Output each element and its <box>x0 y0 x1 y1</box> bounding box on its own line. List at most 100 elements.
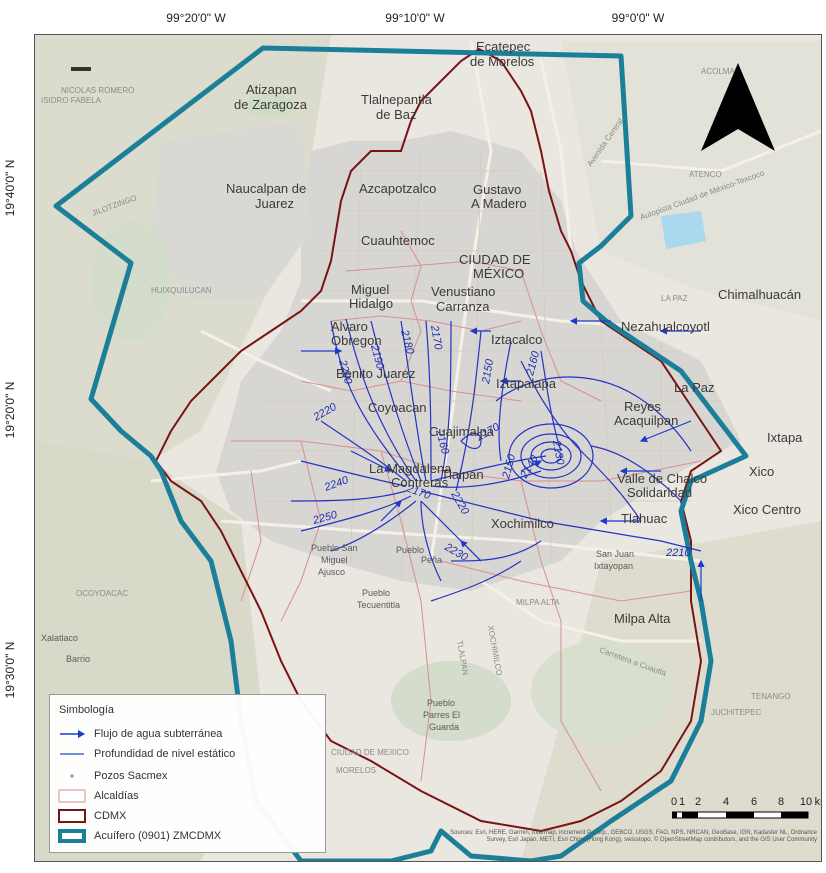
coord-left-1: 19°40'0" N <box>3 159 17 217</box>
scale-label: 8 <box>777 796 785 808</box>
svg-text:Reyes: Reyes <box>624 399 661 414</box>
svg-text:de Zaragoza: de Zaragoza <box>234 97 308 112</box>
flow-arrow-icon <box>58 727 86 741</box>
urban-naucalpan <box>151 121 311 301</box>
map-frame[interactable]: 2200 2190 2180 2170 2150 2160 2220 2160 … <box>34 34 822 862</box>
map-credits: Sources: Esri, HERE, Garmin, Intermap, i… <box>449 830 817 843</box>
svg-text:ATENCO: ATENCO <box>689 170 722 179</box>
svg-text:NICOLAS ROMERO: NICOLAS ROMERO <box>61 86 134 95</box>
svg-text:Xalatlaco: Xalatlaco <box>41 633 78 643</box>
coord-left-3: 19°30'0" N <box>3 641 17 699</box>
green-patch <box>531 641 671 741</box>
svg-text:de Morelos: de Morelos <box>470 54 535 69</box>
svg-text:Guarda: Guarda <box>429 722 459 732</box>
svg-text:San Juan: San Juan <box>596 549 634 559</box>
svg-text:Tlalnepantla: Tlalnepantla <box>361 92 433 107</box>
legend-item-cdmx: CDMX <box>58 808 126 824</box>
legend-item-alcaldias: Alcaldías <box>58 788 139 804</box>
svg-text:Miguel: Miguel <box>351 282 389 297</box>
north-arrow-icon <box>701 63 775 151</box>
svg-text:Iztacalco: Iztacalco <box>491 332 542 347</box>
scale-bar: 0 1 2 4 6 8 10 km <box>666 796 821 826</box>
scale-bar-graphic <box>672 811 809 819</box>
legend-title: Simbología <box>59 704 115 716</box>
contour-label: 2150 <box>480 357 496 385</box>
svg-text:Barrio: Barrio <box>66 654 90 664</box>
svg-text:La Paz: La Paz <box>674 380 714 395</box>
svg-text:La Magdalena: La Magdalena <box>369 461 452 476</box>
contour-label: 2170 <box>428 323 444 351</box>
legend-item-flow: Flujo de agua subterránea <box>58 726 222 742</box>
map-legend: Simbología Flujo de agua subterránea Pro… <box>49 694 326 853</box>
scale-label: 4 <box>722 796 730 808</box>
svg-text:OCOYOACAC: OCOYOACAC <box>76 589 128 598</box>
svg-text:Acaquilpan: Acaquilpan <box>614 413 678 428</box>
green-patch <box>91 221 171 341</box>
svg-text:Naucalpan de: Naucalpan de <box>226 181 306 196</box>
coord-top-3: 99°0'0" W <box>611 11 665 25</box>
minor-roads <box>251 150 721 592</box>
svg-text:Parres El: Parres El <box>423 710 460 720</box>
alcaldias-box-icon <box>58 789 86 803</box>
legend-item-contour: Profundidad de nivel estático <box>58 746 235 762</box>
scale-unit: km <box>814 796 821 808</box>
svg-text:JUCHITEPEC: JUCHITEPEC <box>711 708 761 717</box>
svg-text:Obregon: Obregon <box>331 333 382 348</box>
scale-label: 1 <box>678 796 686 808</box>
svg-text:Venustiano: Venustiano <box>431 284 495 299</box>
contour-label: 2210 <box>665 547 691 559</box>
svg-text:Pueblo San: Pueblo San <box>311 543 358 553</box>
svg-text:Tlalpan: Tlalpan <box>441 467 484 482</box>
svg-text:MÉXICO: MÉXICO <box>473 266 524 281</box>
svg-text:Xochimilco: Xochimilco <box>491 516 554 531</box>
urban-area <box>216 131 741 591</box>
map-canvas[interactable]: 2200 2190 2180 2170 2150 2160 2220 2160 … <box>35 35 821 861</box>
flow-arrows[interactable] <box>301 317 705 601</box>
well-dot-icon <box>58 769 86 783</box>
svg-text:Juarez: Juarez <box>255 196 294 211</box>
scale-mark-icon <box>71 67 91 71</box>
scale-label: 6 <box>750 796 758 808</box>
scale-label: 2 <box>694 796 702 808</box>
svg-text:Valle de Chalco: Valle de Chalco <box>617 471 707 486</box>
svg-text:Nezahualcoyotl: Nezahualcoyotl <box>621 319 710 334</box>
svg-text:Benito Juarez: Benito Juarez <box>336 366 416 381</box>
lake <box>661 211 706 249</box>
svg-text:MORELOS: MORELOS <box>336 766 376 775</box>
svg-text:Cuauhtemoc: Cuauhtemoc <box>361 233 435 248</box>
svg-text:Pueblo: Pueblo <box>362 588 390 598</box>
svg-text:Tlahuac: Tlahuac <box>621 511 668 526</box>
svg-text:LA PAZ: LA PAZ <box>661 294 688 303</box>
svg-text:Iztapalapa: Iztapalapa <box>496 376 557 391</box>
svg-text:A Madero: A Madero <box>471 196 527 211</box>
svg-text:Atizapan: Atizapan <box>246 82 297 97</box>
svg-text:Solidaridad: Solidaridad <box>627 485 692 500</box>
svg-text:Ixtayopan: Ixtayopan <box>594 561 633 571</box>
coord-top-2: 99°10'0" W <box>385 11 445 25</box>
svg-text:CIUDAD DE MEXICO: CIUDAD DE MEXICO <box>331 748 409 757</box>
cdmx-box-icon <box>58 809 86 823</box>
svg-text:Pueblo: Pueblo <box>396 545 424 555</box>
svg-text:Cuajimalpa: Cuajimalpa <box>429 424 495 439</box>
contour-line-icon <box>58 747 86 761</box>
svg-text:ACOLMAN: ACOLMAN <box>701 67 741 76</box>
svg-text:Miguel: Miguel <box>321 555 348 565</box>
legend-item-aquifer: Acuífero (0901) ZMCDMX <box>58 828 221 844</box>
svg-text:Ajusco: Ajusco <box>318 567 345 577</box>
svg-text:de Baz: de Baz <box>376 107 416 122</box>
svg-text:Xico: Xico <box>749 464 774 479</box>
svg-text:HUIXQUILUCAN: HUIXQUILUCAN <box>151 286 212 295</box>
svg-text:Contreras: Contreras <box>391 475 449 490</box>
svg-text:Carranza: Carranza <box>436 299 490 314</box>
svg-text:Xico Centro: Xico Centro <box>733 502 801 517</box>
contour-label: 2130 <box>550 438 566 466</box>
legend-item-wells: Pozos Sacmex <box>58 768 167 784</box>
scale-label: 10 <box>799 796 813 808</box>
svg-text:Pueblo: Pueblo <box>427 698 455 708</box>
green-patch <box>243 94 295 118</box>
svg-text:Ixtapa: Ixtapa <box>767 430 803 445</box>
svg-text:CIUDAD DE: CIUDAD DE <box>459 252 531 267</box>
svg-text:Azcapotzalco: Azcapotzalco <box>359 181 436 196</box>
roads <box>150 40 821 643</box>
